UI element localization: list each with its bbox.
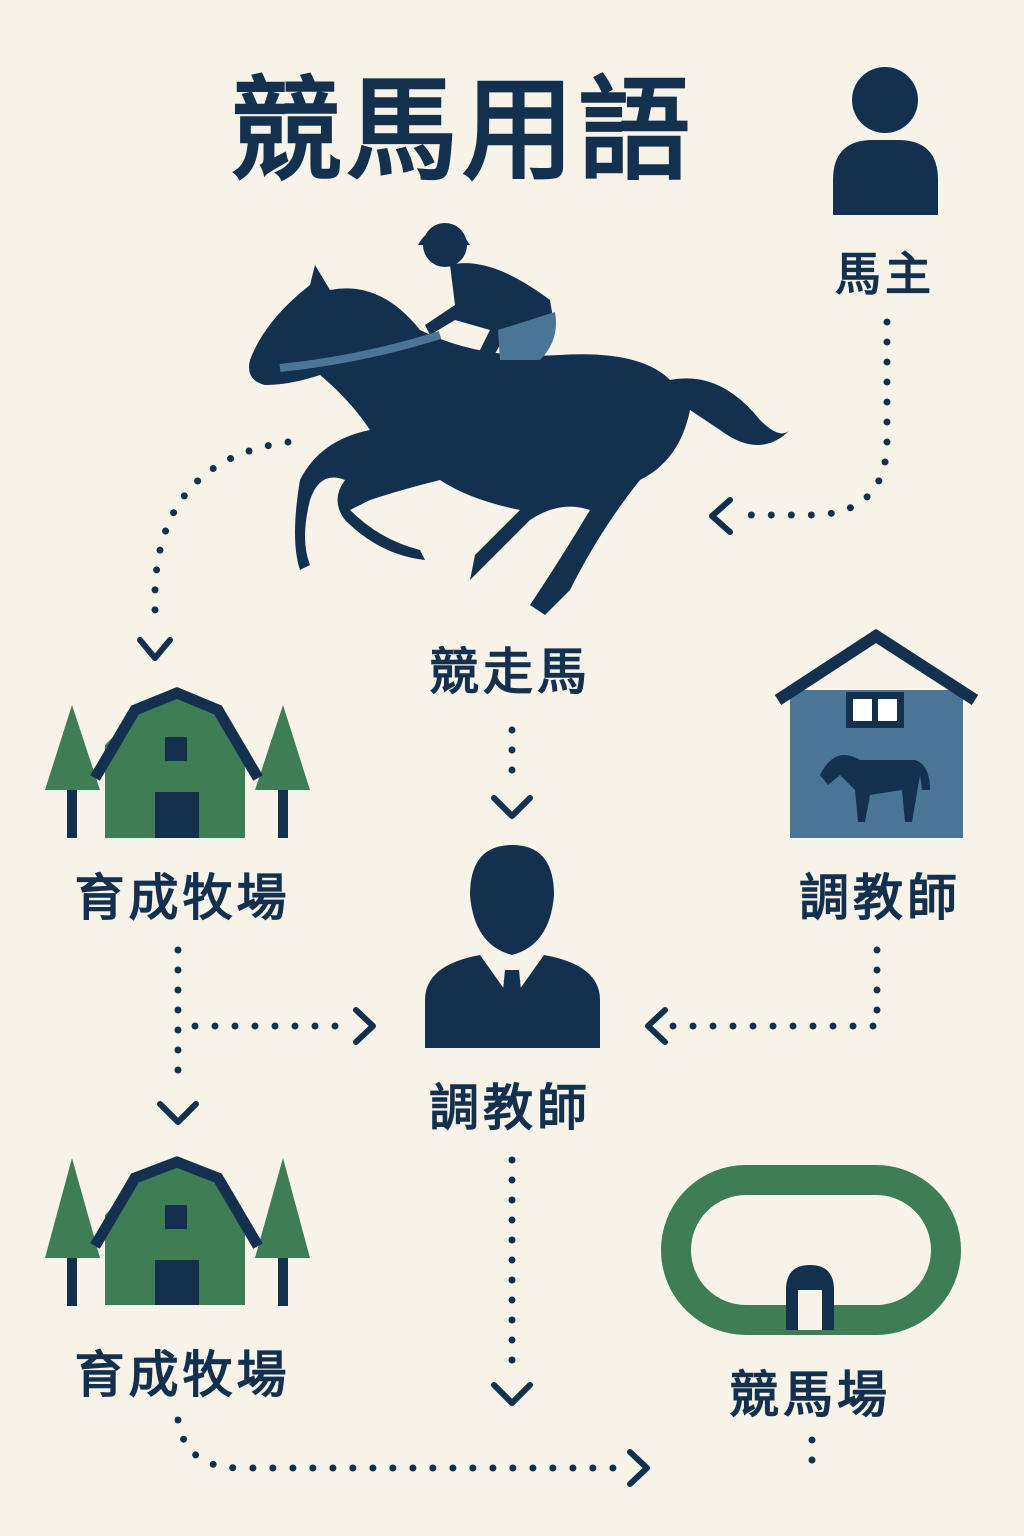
farm-barn-icon [45,687,310,838]
arrow-racehorse-to-farm [137,438,292,661]
owner-label: 馬主 [835,247,935,301]
farm-barn-icon-2 [45,1156,310,1306]
page-title: 競馬用語 [230,66,694,196]
racehorse-jockey-icon [249,223,790,615]
racecourse-track-icon [661,1165,961,1335]
trainer-label: 調教師 [429,1079,591,1137]
arrow-racehorse-to-trainer [491,726,533,819]
arrow-farm-to-trainer [157,946,376,1125]
owner-person-icon [833,67,938,215]
racecourse-label: 競馬場 [729,1366,891,1424]
arrow-trainer-to-racecourse [491,1156,533,1406]
racehorse-label: 競走馬 [429,643,591,701]
stable-label: 調教師 [799,869,961,927]
stable-house-icon [774,628,979,838]
arrow-stable-to-trainer [645,946,881,1045]
farm-label: 育成牧場 [74,869,291,927]
arrow-owner-to-racehorse [709,318,891,535]
arrow-farm2-to-racecourse [174,1416,650,1487]
trainer-person-icon [425,845,600,1048]
farm-label-2: 育成牧場 [74,1346,291,1404]
